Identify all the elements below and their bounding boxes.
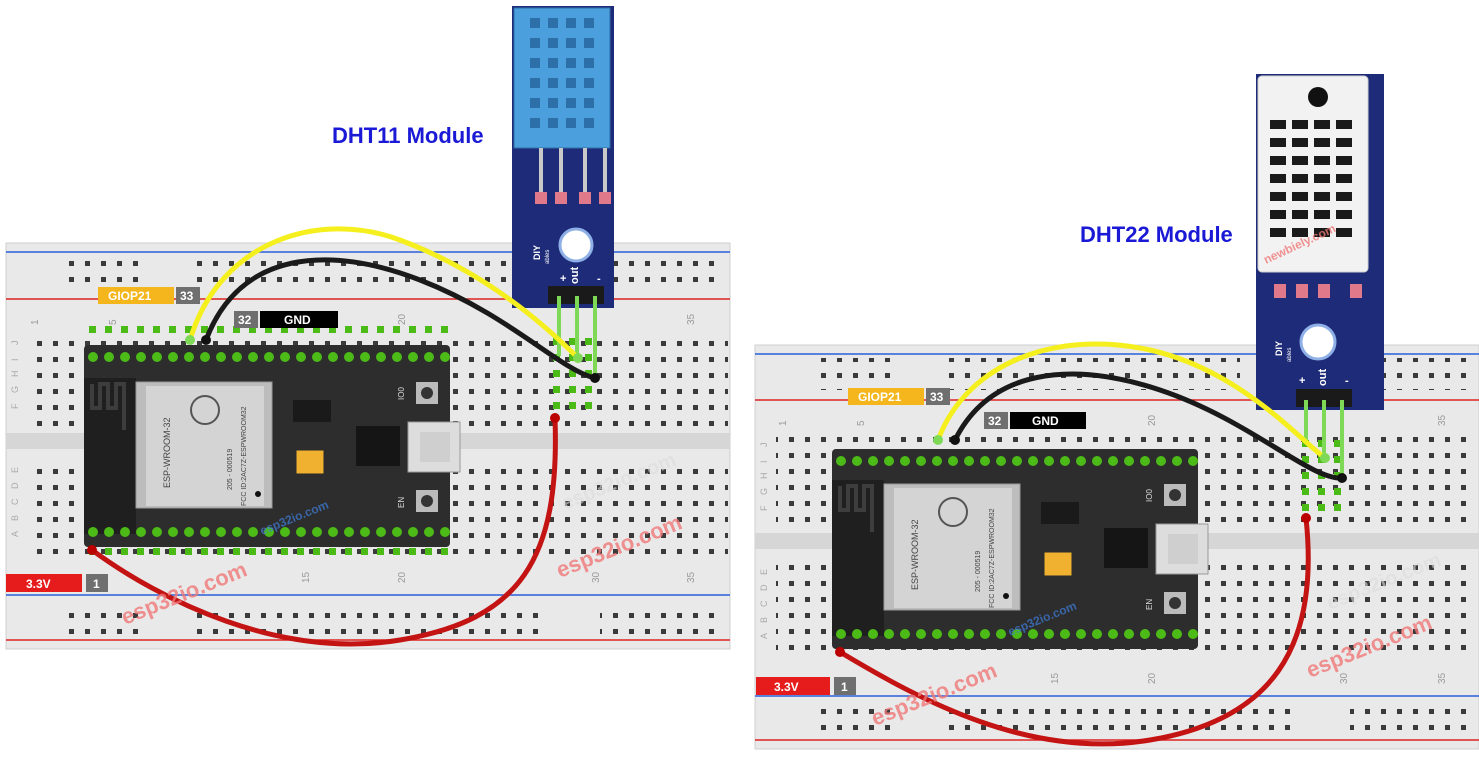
col-number: 1 <box>778 420 789 426</box>
module-pin-plus: + <box>1299 375 1305 387</box>
svg-text:GND: GND <box>284 313 311 327</box>
svg-text:33: 33 <box>180 289 194 303</box>
col-number: 35 <box>1437 672 1448 684</box>
svg-text:3.3V: 3.3V <box>774 680 799 694</box>
row-letter: A <box>10 531 20 537</box>
gpio-pin-label: GIOP21 33 <box>98 287 200 304</box>
dht11-label: DHT11 Module <box>332 123 484 148</box>
right-diagram: 1 5 20 35 15 20 30 35 J I H G F E D C B … <box>754 74 1479 750</box>
module-brand-sub: ables <box>1287 348 1293 362</box>
col-number: 30 <box>591 571 602 583</box>
gnd-pin-label: 32 GND <box>984 412 1086 429</box>
signal-wire <box>935 341 1327 461</box>
chip-label: ESP-WROOM-32 <box>910 519 920 590</box>
col-number: 1 <box>30 319 41 325</box>
svg-text:32: 32 <box>238 313 252 327</box>
svg-text:33: 33 <box>930 390 944 404</box>
module-pin-minus: - <box>1345 375 1349 387</box>
svg-text:32: 32 <box>988 414 1002 428</box>
col-number: 30 <box>1339 672 1350 684</box>
power-wire <box>838 517 1311 747</box>
left-diagram: 1 5 20 35 15 20 30 35 J I H G F E D C B … <box>5 6 731 650</box>
row-letter: I <box>10 358 20 361</box>
en-label: EN <box>397 497 406 508</box>
chip-fcc: FCC ID:2AC7Z-ESPWROOM32 <box>989 508 996 608</box>
col-number: 35 <box>686 571 697 583</box>
col-number: 35 <box>1437 414 1448 426</box>
ground-wire <box>952 371 1343 481</box>
row-letter: D <box>759 584 769 591</box>
svg-text:1: 1 <box>841 680 848 694</box>
module-pin-plus: + <box>560 273 566 285</box>
chip-label: ESP-WROOM-32 <box>162 417 172 488</box>
module-brand-sub: ables <box>545 250 551 264</box>
svg-text:GIOP21: GIOP21 <box>858 390 902 404</box>
power-pin-label: 3.3V 1 <box>6 574 108 592</box>
right-esp32-board: ESP-WROOM-32 FCC ID:2AC7Z-ESPWROOM32 205… <box>832 449 1209 649</box>
col-number: 35 <box>686 313 697 325</box>
row-letter: B <box>759 617 769 623</box>
row-letter: C <box>759 600 769 607</box>
row-letter: A <box>759 633 769 639</box>
col-number: 5 <box>108 319 119 325</box>
row-letter: E <box>10 467 20 473</box>
row-letter: C <box>10 498 20 505</box>
col-number: 5 <box>856 420 867 426</box>
chip-cert: 205 - 000519 <box>227 449 234 490</box>
io0-label: IO0 <box>397 387 406 400</box>
row-letter: B <box>10 515 20 521</box>
svg-text:GIOP21: GIOP21 <box>108 289 152 303</box>
row-letter: D <box>10 482 20 489</box>
left-esp32-board: ESP-WROOM-32 FCC ID:2AC7Z-ESPWROOM32 205… <box>84 326 461 555</box>
ground-wire <box>203 257 596 381</box>
module-pin-minus: - <box>597 273 601 285</box>
row-letter: H <box>10 371 20 378</box>
gpio-pin-label: GIOP21 33 <box>848 388 950 405</box>
row-letter: I <box>759 460 769 463</box>
signal-wire <box>187 226 580 360</box>
col-number: 20 <box>1147 672 1158 684</box>
svg-text:3.3V: 3.3V <box>26 577 51 591</box>
module-pin-out: out <box>569 267 581 284</box>
svg-text:GND: GND <box>1032 414 1059 428</box>
col-number: 20 <box>1147 414 1158 426</box>
col-number: 15 <box>1050 672 1061 684</box>
en-label: EN <box>1145 599 1154 610</box>
dht22-module: newbiely.com DIY ables + out - <box>1256 74 1384 476</box>
svg-text:1: 1 <box>93 577 100 591</box>
io0-label: IO0 <box>1145 489 1154 502</box>
module-brand: DIY <box>1274 341 1284 356</box>
module-brand: DIY <box>532 245 542 260</box>
row-letter: J <box>10 341 20 346</box>
dht22-label: DHT22 Module <box>1080 222 1233 247</box>
gnd-pin-label: 32 GND <box>234 311 338 328</box>
row-letter: F <box>10 403 20 409</box>
chip-cert: 205 - 000519 <box>975 551 982 592</box>
row-letter: F <box>759 505 769 511</box>
power-pin-label: 3.3V 1 <box>756 677 856 695</box>
row-letter: E <box>759 569 769 575</box>
power-wire <box>90 417 558 647</box>
row-letter: G <box>10 386 20 393</box>
row-letter: H <box>759 473 769 480</box>
col-number: 15 <box>301 571 312 583</box>
module-pin-out: out <box>1317 369 1329 386</box>
dht11-module: DIY ables + out - <box>512 6 614 376</box>
row-letter: J <box>759 443 769 448</box>
col-number: 20 <box>397 313 408 325</box>
chip-fcc: FCC ID:2AC7Z-ESPWROOM32 <box>241 406 248 506</box>
col-number: 20 <box>397 571 408 583</box>
row-letter: G <box>759 488 769 495</box>
